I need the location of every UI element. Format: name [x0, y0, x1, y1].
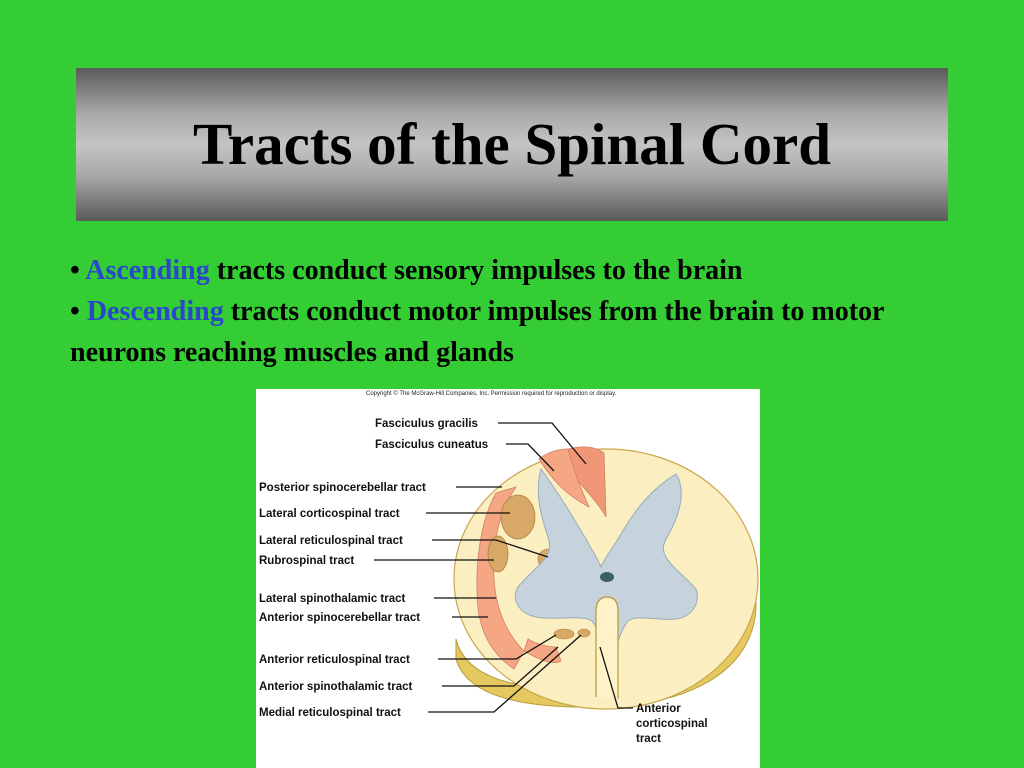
label-anterior-reticulospinal: Anterior reticulospinal tract: [259, 654, 410, 666]
bullet-marker: •: [70, 255, 86, 286]
label-anterior-spinothalamic: Anterior spinothalamic tract: [259, 681, 413, 693]
bullet-marker: •: [70, 296, 87, 327]
keyword-ascending: Ascending: [85, 255, 210, 286]
fasciculus-gracilis-area: [567, 446, 607, 518]
bullet-ascending: • Ascending tracts conduct sensory impul…: [70, 250, 980, 291]
rubrospinal-area: [487, 535, 509, 573]
label-fasciculus-gracilis: Fasciculus gracilis: [375, 418, 478, 430]
label-lateral-corticospinal: Lateral corticospinal tract: [259, 508, 400, 520]
copyright-notice: Copyright © The McGraw-Hill Companies, I…: [366, 390, 617, 397]
label-fasciculus-cuneatus: Fasciculus cuneatus: [375, 439, 488, 451]
leader-lines: [374, 422, 633, 713]
lateral-corticospinal-area: [500, 494, 536, 540]
slide-title: Tracts of the Spinal Cord: [192, 111, 832, 177]
bullet-text: tracts conduct sensory impulses to the b…: [209, 255, 743, 286]
label-posterior-spinocerebellar: Posterior spinocerebellar tract: [259, 482, 426, 494]
label-anterior-corticospinal-line2: corticospinal: [636, 718, 708, 730]
anterior-spinothalamic-area: [523, 638, 562, 663]
label-anterior-corticospinal-line1: Anterior: [636, 703, 681, 715]
label-medial-reticulospinal: Medial reticulospinal tract: [259, 707, 401, 719]
anterior-median-fissure: [595, 596, 619, 699]
spinal-cord-figure: Copyright © The McGraw-Hill Companies, I…: [256, 389, 760, 768]
label-lateral-spinothalamic: Lateral spinothalamic tract: [259, 593, 406, 605]
label-anterior-spinocerebellar: Anterior spinocerebellar tract: [259, 612, 420, 624]
central-canal: [600, 572, 614, 582]
bullet-list: • Ascending tracts conduct sensory impul…: [70, 250, 980, 373]
label-rubrospinal: Rubrospinal tract: [259, 555, 354, 567]
spinal-cord-diagram: Copyright © The McGraw-Hill Companies, I…: [259, 390, 759, 745]
anterior-reticulospinal-area: [553, 628, 575, 640]
keyword-descending: Descending: [86, 296, 224, 327]
fasciculus-cuneatus-area: [538, 448, 590, 508]
label-anterior-corticospinal-line3: tract: [636, 733, 661, 745]
bullet-text: tracts conduct motor impulses from the b…: [70, 296, 884, 368]
title-bar: Tracts of the Spinal Cord: [76, 68, 948, 221]
bullet-descending: • Descending tracts conduct motor impuls…: [70, 291, 980, 373]
gray-matter: [514, 467, 698, 652]
label-lateral-reticulospinal: Lateral reticulospinal tract: [259, 535, 403, 547]
